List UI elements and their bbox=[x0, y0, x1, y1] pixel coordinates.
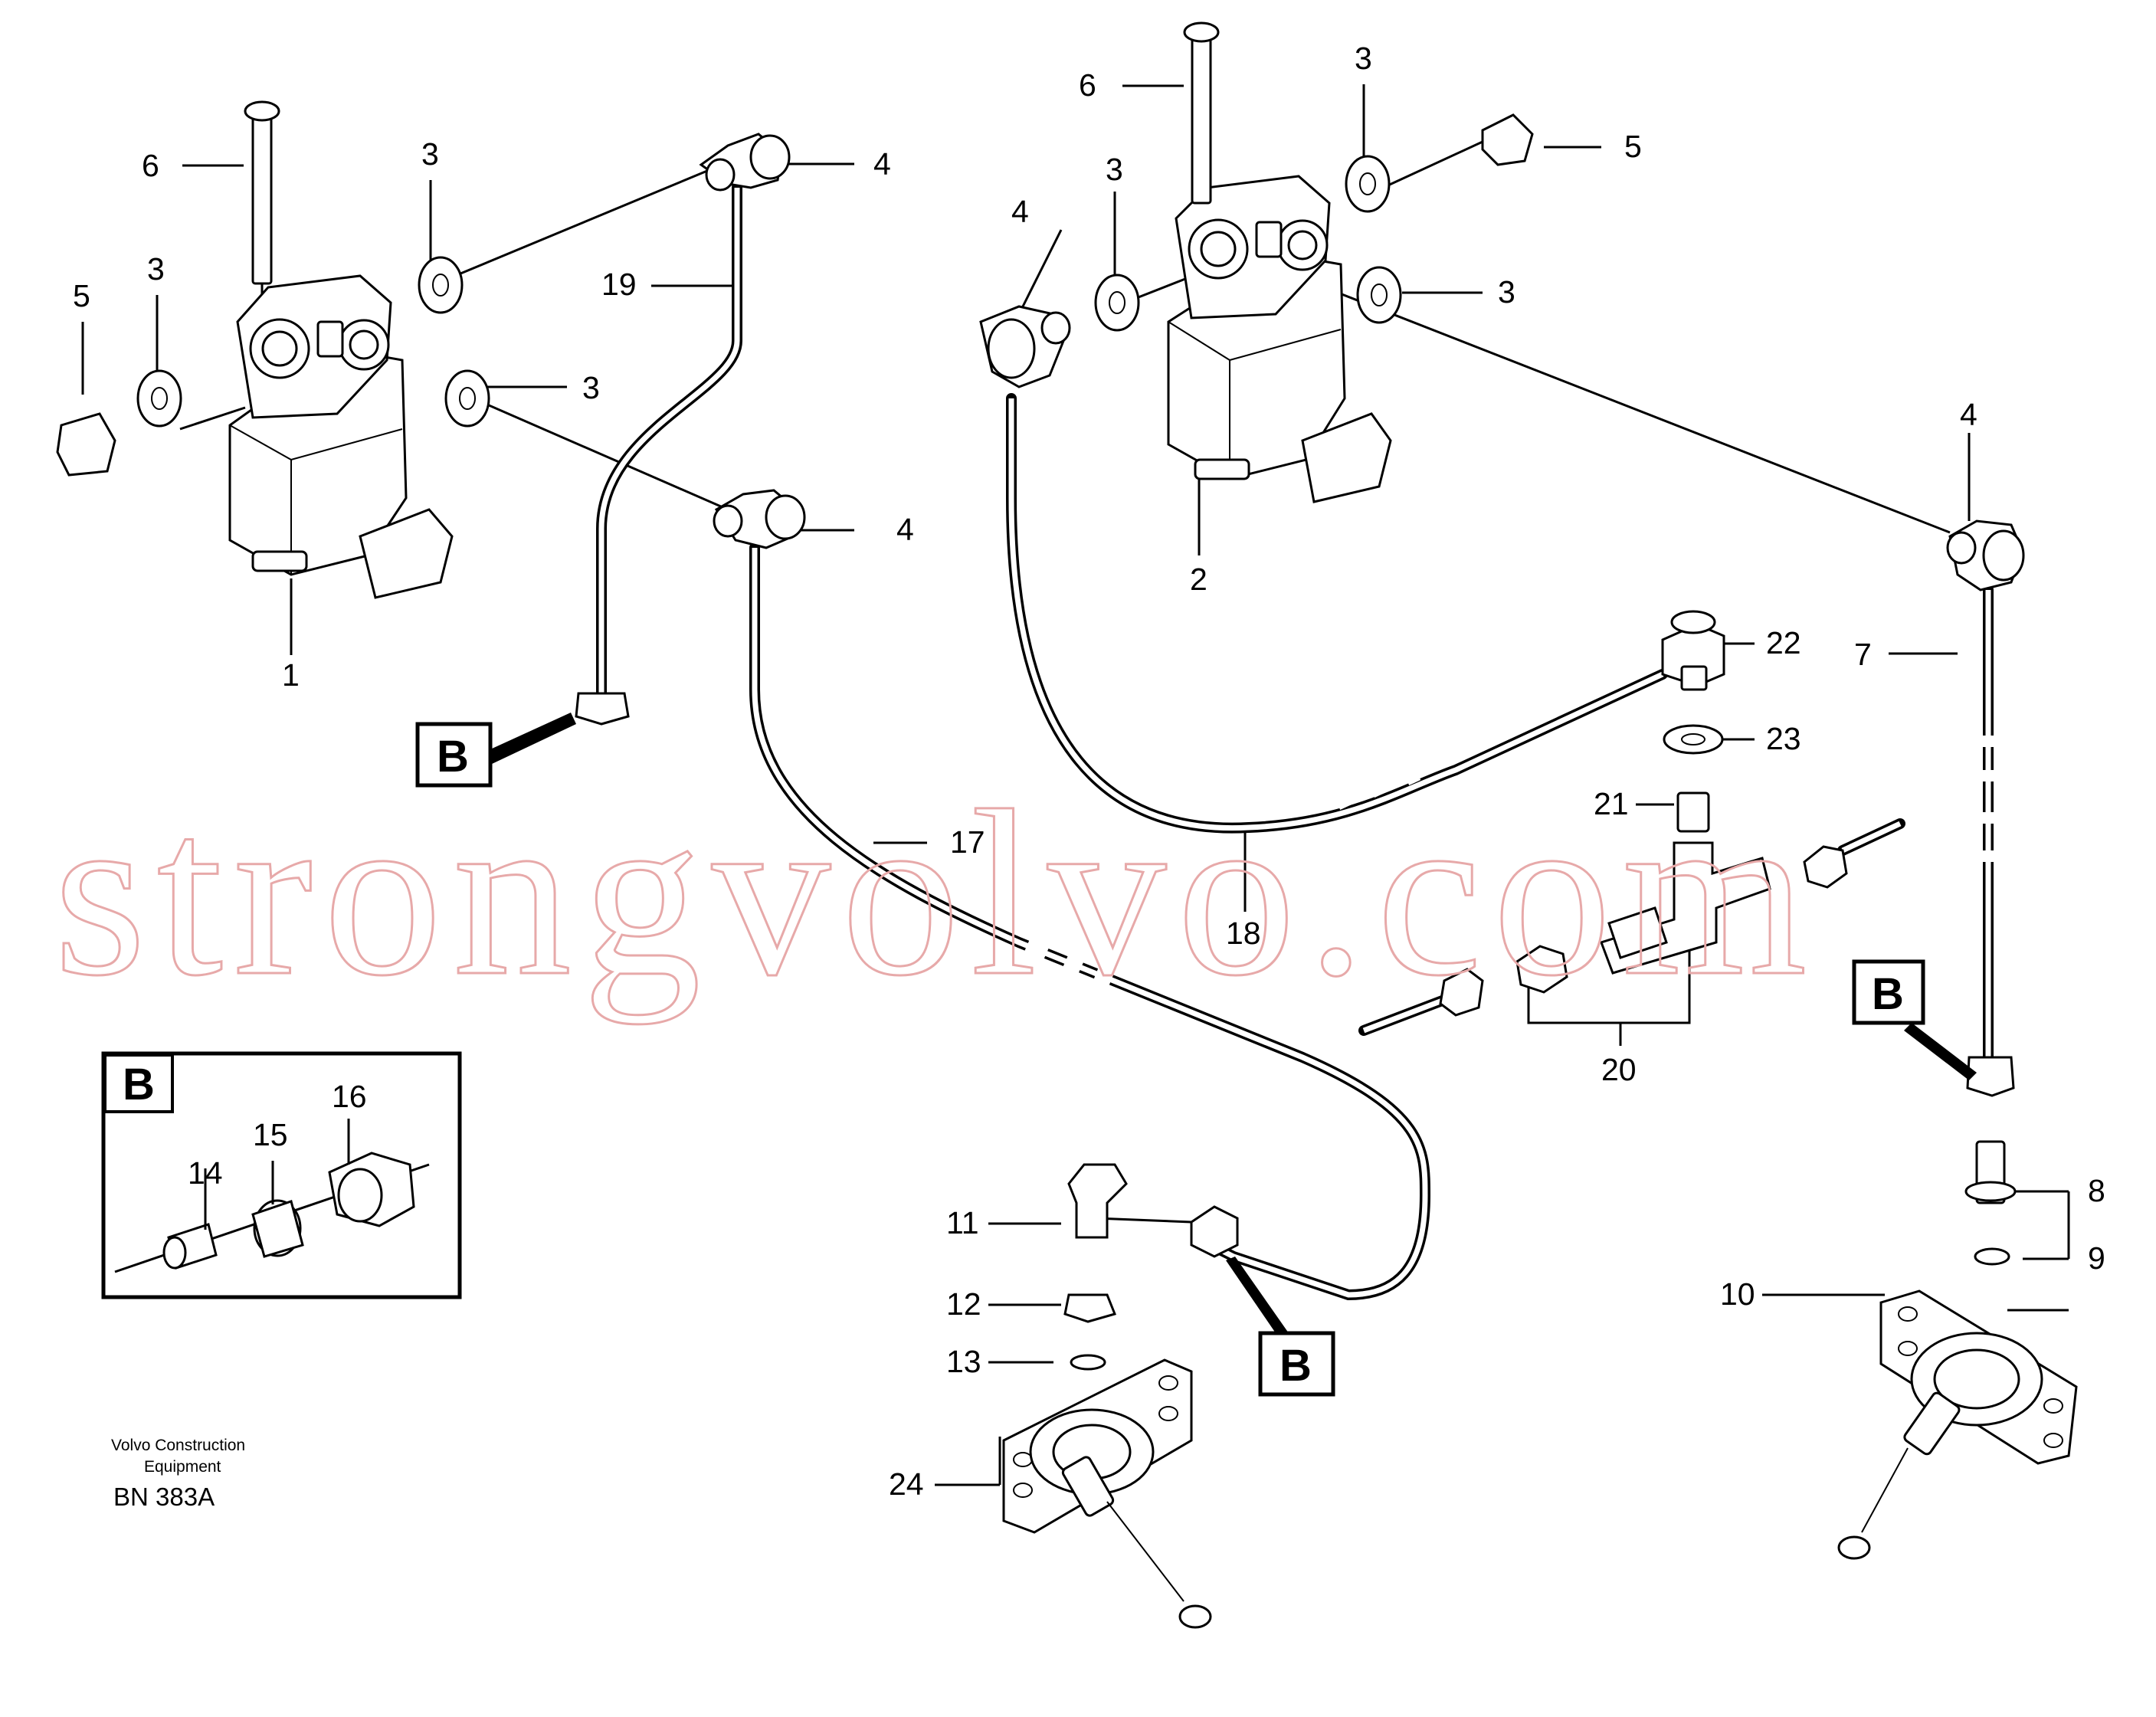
callout-3: 3 bbox=[1498, 274, 1515, 310]
marker-b-2: B bbox=[1872, 969, 1904, 1019]
callout-6: 6 bbox=[142, 148, 159, 183]
company-line-2: Equipment bbox=[144, 1458, 221, 1476]
marker-b-1: B bbox=[437, 732, 469, 781]
callout-13: 13 bbox=[946, 1344, 981, 1379]
detail-labels: B 14 15 16 bbox=[123, 1060, 367, 1191]
callout-4: 4 bbox=[1960, 397, 1977, 432]
callout-15: 15 bbox=[253, 1117, 288, 1152]
callout-9: 9 bbox=[2088, 1240, 2105, 1276]
callout-4: 4 bbox=[873, 146, 891, 182]
callout-5: 5 bbox=[1624, 129, 1642, 164]
callout-7: 7 bbox=[1854, 637, 1872, 672]
connection-markers bbox=[415, 713, 1977, 1397]
callout-19: 19 bbox=[601, 267, 637, 302]
pipe-lines bbox=[596, 182, 1996, 1301]
callout-3: 3 bbox=[1106, 152, 1123, 187]
valve-1-assembly bbox=[56, 100, 806, 726]
callout-21: 21 bbox=[1594, 786, 1629, 821]
callout-3: 3 bbox=[147, 251, 165, 287]
callout-4: 4 bbox=[896, 512, 914, 547]
callout-5: 5 bbox=[73, 278, 90, 313]
callout-14: 14 bbox=[188, 1155, 223, 1191]
callout-2: 2 bbox=[1190, 562, 1207, 597]
callout-18: 18 bbox=[1226, 916, 1261, 951]
sensor-24 bbox=[1002, 1163, 1239, 1629]
callout-3: 3 bbox=[421, 136, 439, 172]
callouts-right: 4 7 22 23 21 18 17 20 bbox=[950, 397, 1977, 1087]
callout-23: 23 bbox=[1766, 721, 1801, 756]
company-line-1: Volvo Construction bbox=[111, 1437, 245, 1454]
callout-17: 17 bbox=[950, 824, 985, 860]
callouts-valve-2: 6 3 5 4 3 3 2 bbox=[1011, 41, 1642, 597]
marker-labels: B B B bbox=[437, 732, 1904, 1391]
callout-22: 22 bbox=[1766, 625, 1801, 660]
callout-3: 3 bbox=[1355, 41, 1372, 76]
callout-4: 4 bbox=[1011, 194, 1029, 229]
callout-8: 8 bbox=[2088, 1173, 2105, 1208]
callout-16: 16 bbox=[332, 1079, 367, 1114]
drawing-code: BN 383A bbox=[113, 1483, 215, 1511]
callout-3: 3 bbox=[582, 370, 600, 405]
callout-6: 6 bbox=[1079, 67, 1096, 103]
callouts-valve-1: 6 3 4 19 5 3 3 4 1 bbox=[73, 136, 914, 693]
watermark: strongvolvo.com bbox=[54, 762, 1817, 1025]
callout-12: 12 bbox=[946, 1286, 981, 1322]
callouts-bottom: 11 12 13 24 8 9 10 bbox=[889, 1173, 2105, 1502]
callout-20: 20 bbox=[1601, 1052, 1637, 1087]
detail-view-b bbox=[101, 1051, 462, 1299]
sensor-10 bbox=[1837, 1289, 2078, 1560]
callout-24: 24 bbox=[889, 1466, 924, 1502]
callout-10: 10 bbox=[1720, 1276, 1755, 1312]
callout-1: 1 bbox=[282, 657, 300, 693]
marker-b-3: B bbox=[1280, 1341, 1312, 1391]
valve-2-assembly bbox=[979, 21, 1534, 503]
callout-11: 11 bbox=[946, 1205, 979, 1240]
footer: Volvo Construction Equipment BN 383A bbox=[111, 1437, 245, 1511]
right-fittings bbox=[1439, 519, 2025, 1266]
detail-letter: B bbox=[123, 1060, 155, 1109]
